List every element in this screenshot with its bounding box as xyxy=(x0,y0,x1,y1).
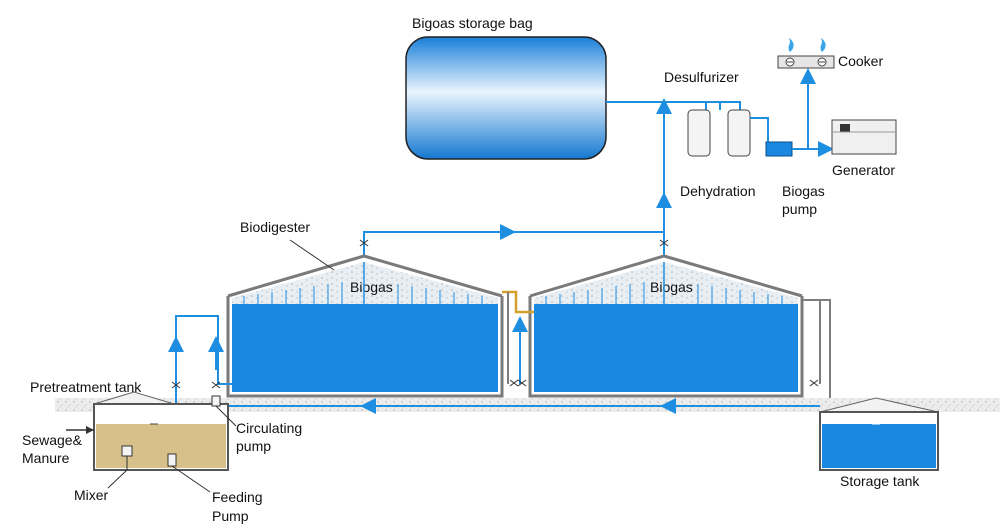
storage-tank-label: Storage tank xyxy=(840,473,920,489)
biodigester-label: Biodigester xyxy=(240,219,310,235)
storage-bag-label: Bigoas storage bag xyxy=(412,15,533,31)
digester-1-roof xyxy=(227,254,503,298)
gas-arrows-2 xyxy=(545,282,783,304)
feeding-pump xyxy=(167,453,177,467)
biogas-pump xyxy=(765,141,793,157)
biogas-left-label: Biogas xyxy=(350,279,393,295)
gas-arrows-1 xyxy=(243,282,483,304)
generator-label: Generator xyxy=(832,162,895,178)
arrow-icon xyxy=(66,426,94,434)
circulating-pump xyxy=(211,395,221,407)
mixer xyxy=(121,445,133,457)
biogas-pump-label-1: Biogas xyxy=(782,183,825,199)
storage-water xyxy=(822,424,936,468)
biogas-right-label: Biogas xyxy=(650,279,693,295)
digester-1-tank xyxy=(232,304,498,392)
mixer-label: Mixer xyxy=(74,487,109,503)
desulfurizer-unit xyxy=(727,109,751,157)
pretreatment-label: Pretreatment tank xyxy=(30,379,142,395)
slurry xyxy=(96,424,226,468)
flame-icon xyxy=(788,38,826,52)
feeding-pump-label-2: Pump xyxy=(212,508,249,524)
valve-icon xyxy=(359,239,669,247)
digester-2-tank xyxy=(534,304,798,392)
sewage-label-1: Sewage& xyxy=(22,432,83,448)
sewage-label-2: Manure xyxy=(22,450,70,466)
circulating-pump-label-1: Circulating xyxy=(236,420,302,436)
desulfurizer-label: Desulfurizer xyxy=(664,69,739,85)
feeding-pump-label-1: Feeding xyxy=(212,489,263,505)
digester-2-roof xyxy=(529,254,803,298)
dehydration-unit xyxy=(687,109,711,157)
storage-bag xyxy=(405,36,607,160)
circulating-pump-label-2: pump xyxy=(236,438,271,454)
dehydration-label: Dehydration xyxy=(680,183,756,199)
biogas-manifold xyxy=(363,231,665,256)
valve-icon xyxy=(171,379,819,389)
cooker-label: Cooker xyxy=(838,53,883,69)
biogas-pump-label-2: pump xyxy=(782,201,817,217)
